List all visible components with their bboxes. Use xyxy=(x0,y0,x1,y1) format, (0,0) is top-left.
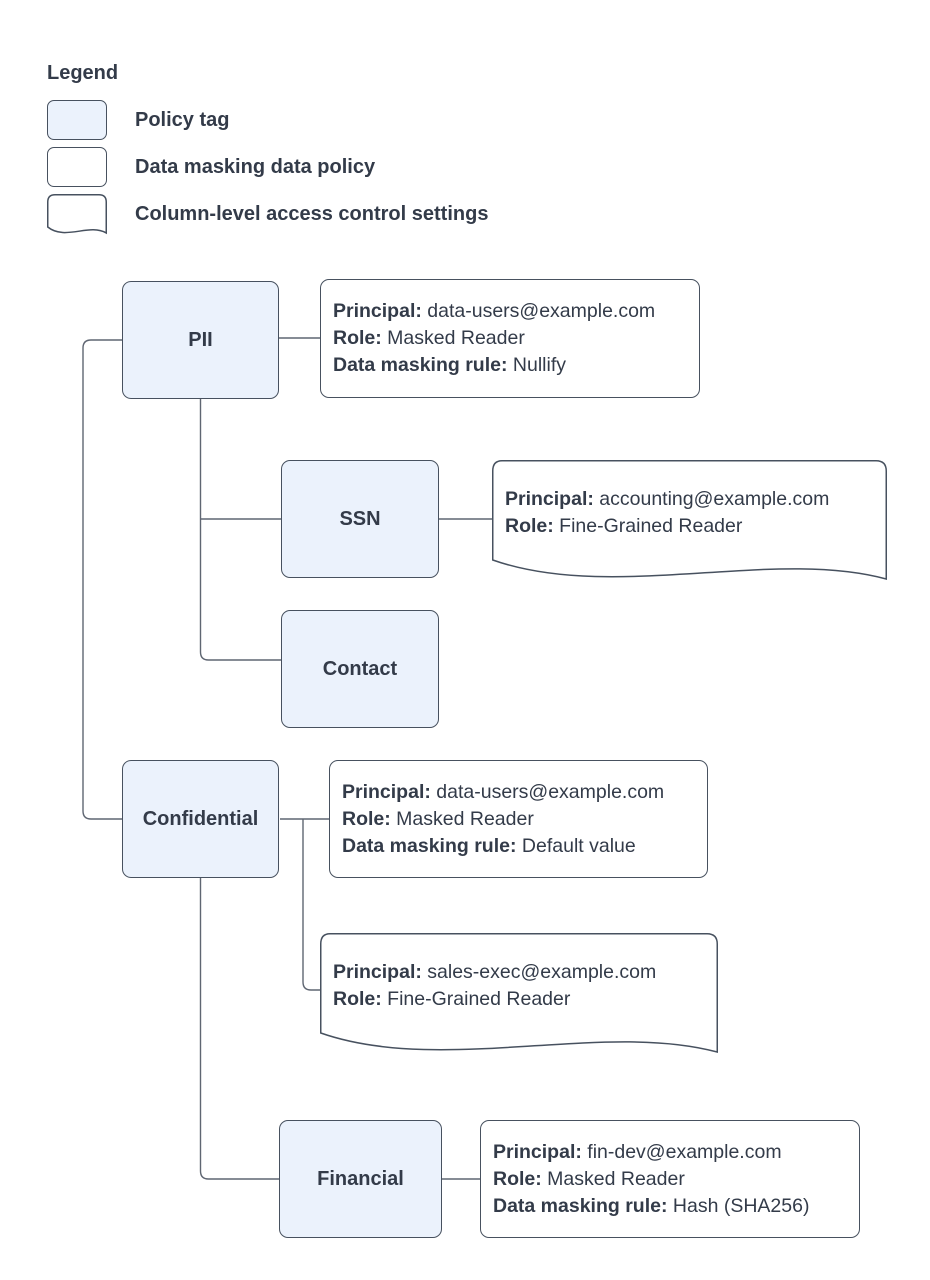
connector-pii-contact xyxy=(199,399,281,661)
legend-item-label: Policy tag xyxy=(135,109,230,131)
policy-line: Principal: data-users@example.com xyxy=(342,780,665,803)
legend-access-control-swatch xyxy=(47,194,107,240)
node-label: Confidential xyxy=(142,807,259,830)
legend-policy-tag-swatch xyxy=(47,100,107,140)
access-control-text: Principal: accounting@example.com Role: … xyxy=(505,486,881,540)
policy-line: Role: Masked Reader xyxy=(333,327,525,349)
policy-tag-confidential: Confidential xyxy=(122,760,279,878)
connector-confidential-financial xyxy=(199,878,279,1180)
connector-pii-confidential-trunk xyxy=(82,339,122,820)
access-control-text: Principal: sales-exec@example.com Role: … xyxy=(333,959,712,1013)
access-control-ssn: Principal: accounting@example.com Role: … xyxy=(492,460,887,595)
policy-line: Principal: sales-exec@example.com xyxy=(333,961,657,983)
tape-shape-icon xyxy=(320,933,718,1053)
policy-tag-contact: Contact xyxy=(281,610,439,728)
policy-tag-financial: Financial xyxy=(279,1120,442,1238)
policy-line: Principal: data-users@example.com xyxy=(333,300,656,322)
policy-line: Role: Masked Reader xyxy=(493,1167,685,1190)
access-control-confidential: Principal: sales-exec@example.com Role: … xyxy=(320,933,718,1068)
policy-tag-ssn: SSN xyxy=(281,460,439,578)
data-masking-policy-confidential: Principal: data-users@example.com Role: … xyxy=(329,760,708,878)
policy-line: Role: Masked Reader xyxy=(342,807,534,830)
legend-data-policy-swatch xyxy=(47,147,107,187)
node-label: SSN xyxy=(339,507,381,530)
policy-line: Data masking rule: Hash (SHA256) xyxy=(493,1194,810,1217)
legend-item-label: Column-level access control settings xyxy=(135,203,489,225)
data-masking-policy-financial: Principal: fin-dev@example.com Role: Mas… xyxy=(480,1120,860,1238)
node-label: Contact xyxy=(322,657,398,680)
legend-item-label: Data masking data policy xyxy=(135,156,376,178)
tape-shape-icon xyxy=(492,460,887,580)
node-label: PII xyxy=(188,328,213,351)
policy-line: Data masking rule: Nullify xyxy=(333,354,566,376)
policy-line: Data masking rule: Default value xyxy=(342,834,636,857)
connector-confidential-access xyxy=(302,819,320,991)
policy-line: Principal: fin-dev@example.com xyxy=(493,1140,782,1163)
policy-line: Principal: accounting@example.com xyxy=(505,488,830,510)
policy-tag-pii: PII xyxy=(122,281,279,399)
tape-shape-icon xyxy=(47,194,107,235)
data-masking-policy-pii: Principal: data-users@example.com Role: … xyxy=(320,279,700,398)
node-label: Financial xyxy=(317,1167,404,1190)
policy-line: Role: Fine-Grained Reader xyxy=(505,515,743,537)
policy-line: Role: Fine-Grained Reader xyxy=(333,988,571,1010)
legend-title: Legend xyxy=(47,62,119,84)
